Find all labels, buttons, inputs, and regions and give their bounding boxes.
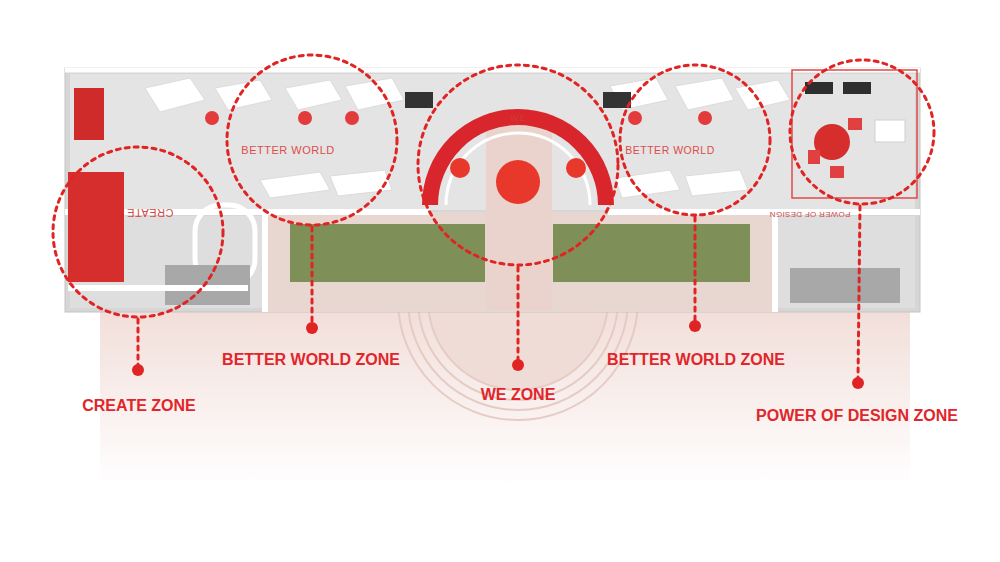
zone-circles (790, 60, 934, 204)
display-boards (215, 80, 272, 110)
zone-circles (53, 55, 934, 317)
lounge (792, 70, 917, 198)
building (772, 212, 778, 312)
display-boards (330, 170, 392, 196)
display-boards (145, 78, 790, 198)
building (262, 212, 268, 312)
leader-dots (132, 320, 864, 389)
display-boards (145, 78, 205, 112)
building (290, 224, 485, 282)
lounge (830, 166, 844, 178)
leader-dots (512, 359, 524, 371)
lounge (848, 118, 862, 130)
display-boards (675, 78, 734, 110)
leader-dots (132, 364, 144, 376)
display-boards (615, 170, 680, 198)
lounge (792, 70, 917, 198)
zone-circles (53, 147, 223, 317)
display-boards (345, 111, 359, 125)
building (486, 118, 552, 310)
building (65, 68, 920, 312)
display-boards (260, 172, 330, 198)
red-walls (68, 172, 124, 282)
red-walls (450, 158, 470, 178)
lounge (875, 120, 905, 142)
lounge (843, 82, 871, 94)
red-walls (566, 158, 586, 178)
lounge (808, 150, 820, 164)
display-boards (698, 111, 712, 125)
red-walls (68, 88, 606, 282)
leader-lines (694, 217, 697, 322)
zone-circles (418, 65, 618, 265)
building (778, 216, 915, 308)
display-boards (285, 80, 342, 110)
plaza (100, 300, 910, 485)
display-boards (298, 111, 312, 125)
leader-dots (689, 320, 701, 332)
leader-lines (517, 267, 520, 361)
zone-label: WE ZONE (481, 386, 556, 404)
leader-lines (137, 319, 140, 366)
building (68, 285, 248, 291)
plaza (100, 300, 910, 485)
floor-label: WE (510, 113, 526, 123)
floor-label: BETTER WORLD (625, 144, 714, 156)
building (608, 209, 920, 215)
floor-label: POWER OF DESIGN (770, 209, 851, 218)
zone-label: POWER OF DESIGN ZONE (756, 407, 958, 425)
red-walls (430, 117, 606, 205)
leader-lines (858, 206, 860, 379)
floor-label: BETTER WORLD (241, 144, 334, 157)
leader-dots (306, 322, 318, 334)
leader-lines (311, 227, 314, 324)
zone-label: BETTER WORLD ZONE (607, 351, 785, 369)
display-boards (405, 92, 433, 108)
zone-label: CREATE ZONE (82, 397, 195, 415)
building (790, 268, 900, 303)
plaza (398, 300, 638, 420)
floor-label: CREATE (127, 207, 174, 220)
red-walls (74, 88, 104, 140)
display-boards (685, 170, 748, 196)
building (553, 224, 750, 282)
leader-lines (138, 206, 860, 379)
display-boards (628, 111, 642, 125)
zone-label: BETTER WORLD ZONE (222, 351, 400, 369)
display-boards (205, 111, 219, 125)
leader-dots (852, 377, 864, 389)
red-walls (446, 133, 590, 205)
zone-circles (620, 65, 770, 215)
zone-circles (227, 55, 397, 225)
red-walls (496, 160, 540, 204)
building (65, 68, 920, 312)
